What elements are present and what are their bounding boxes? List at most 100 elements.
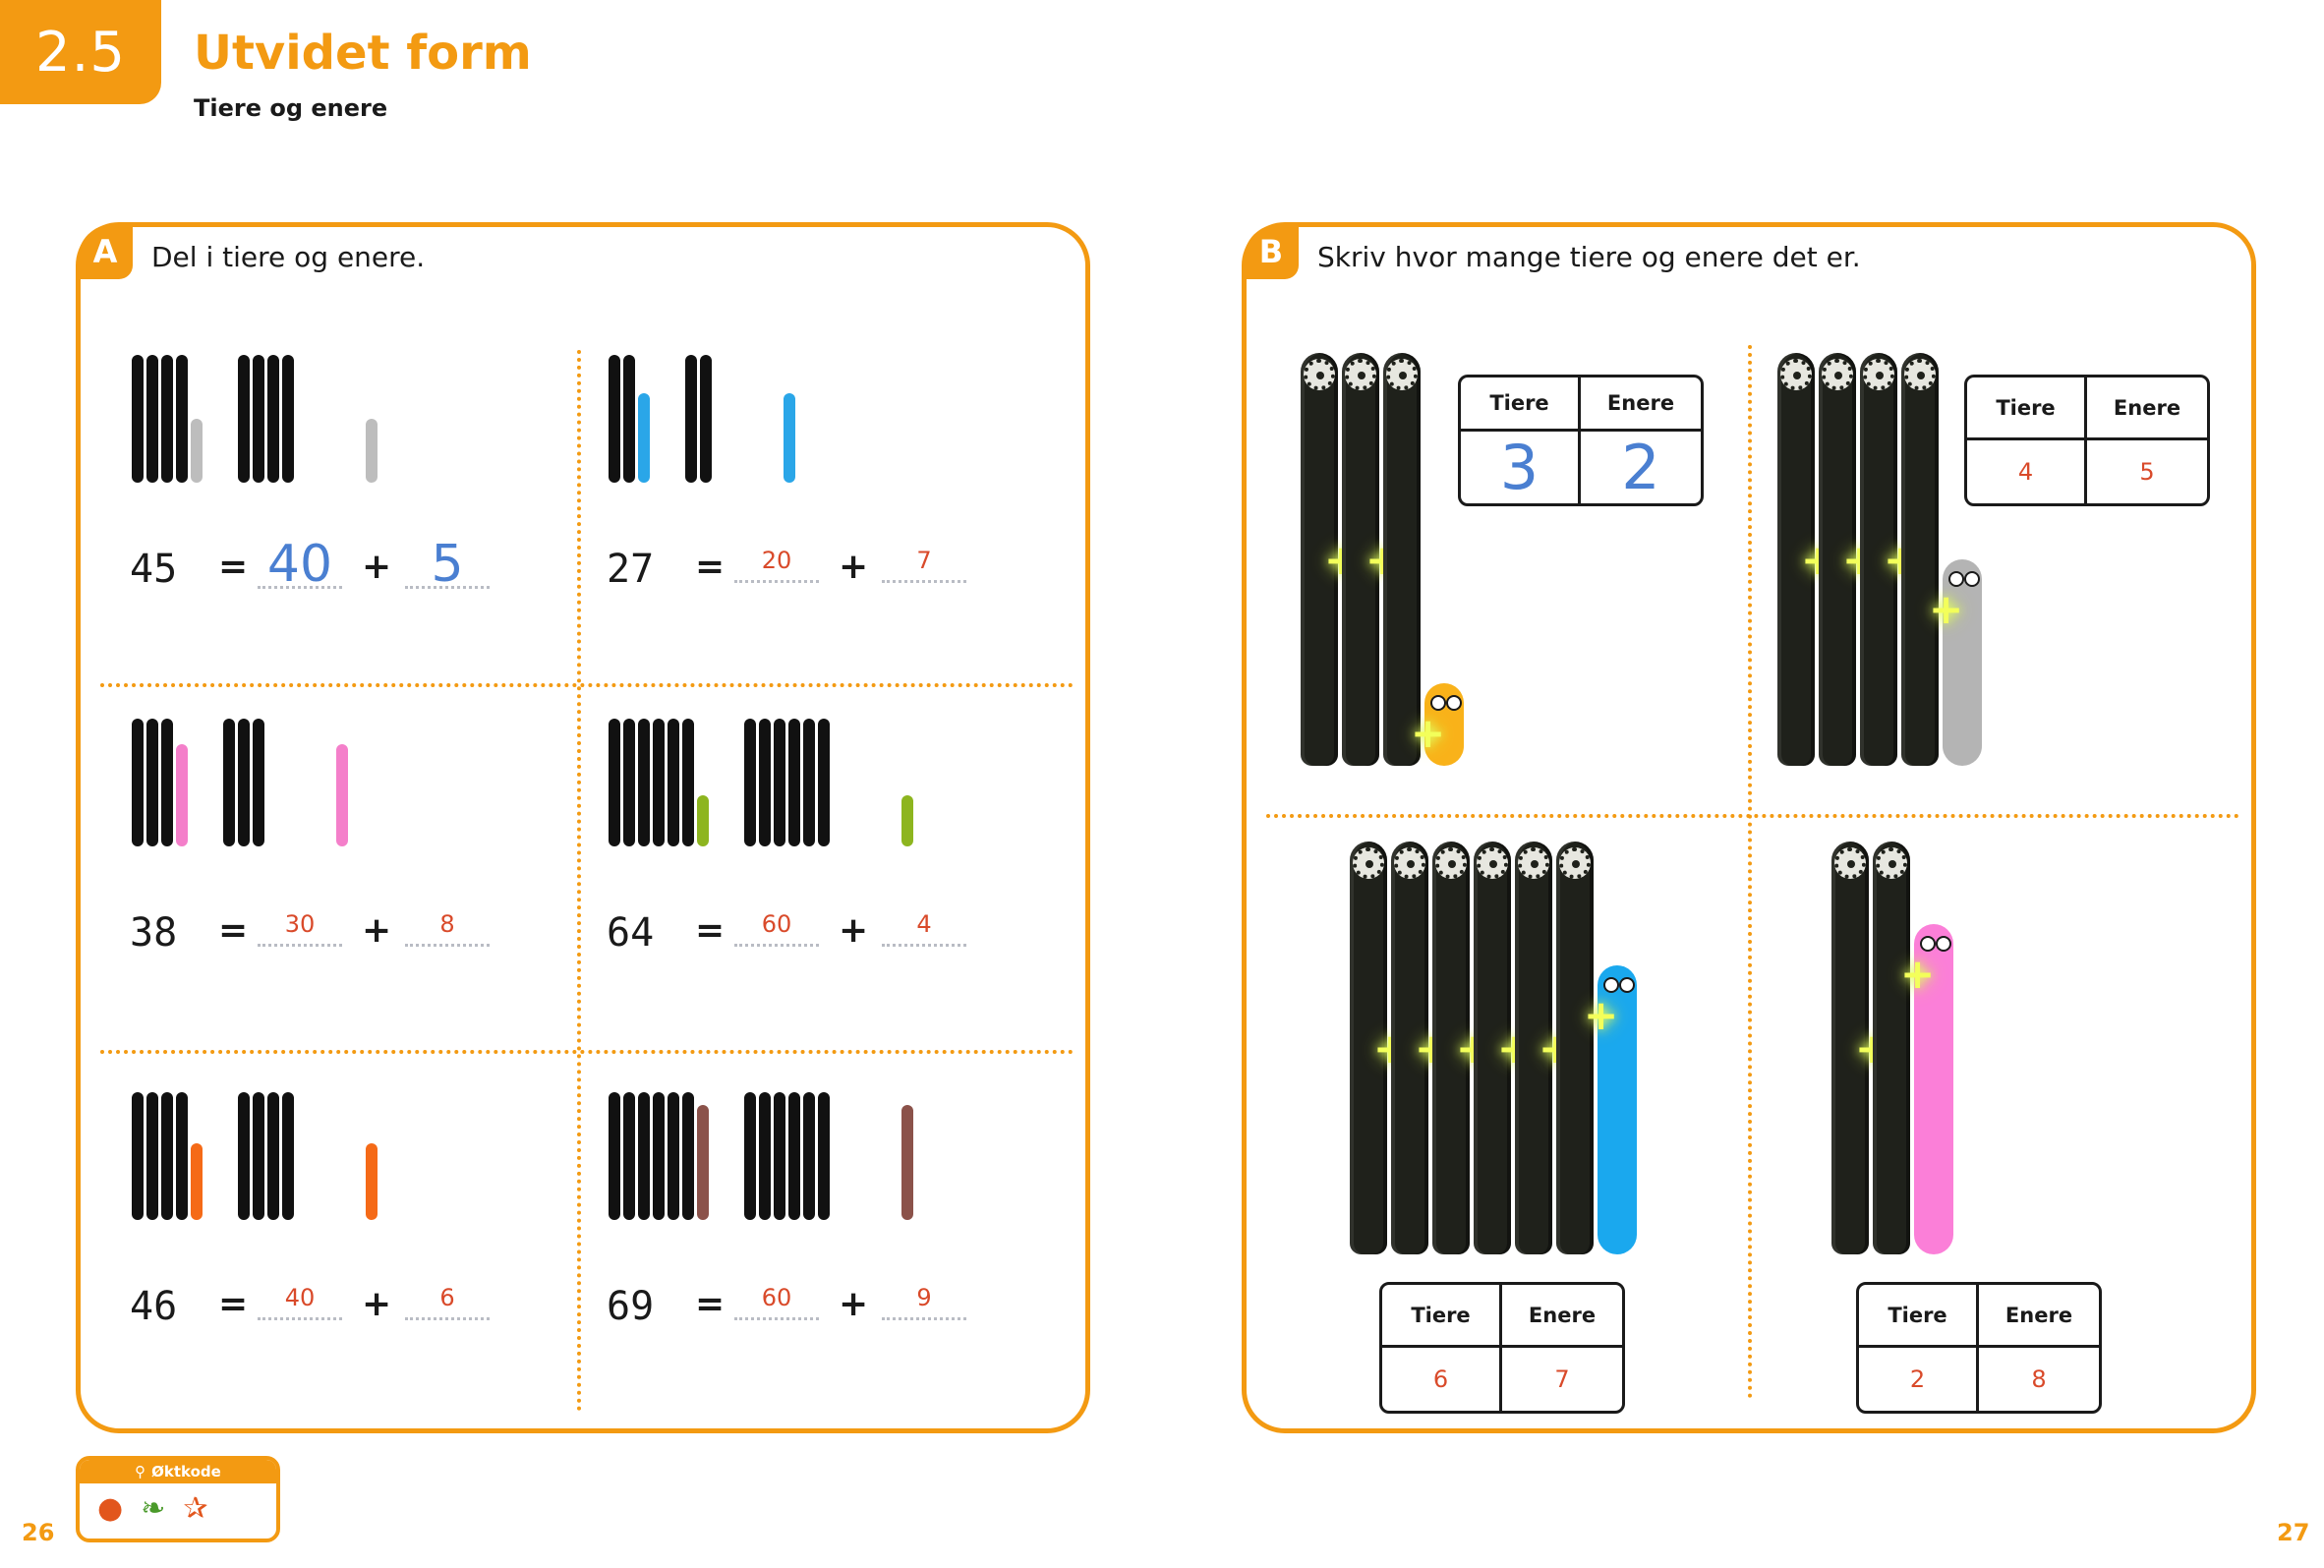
tens-rod [638,1092,650,1220]
licorice-top [1477,847,1508,879]
tens-rod [818,719,830,846]
exercise-cell: 45=40+5 [110,335,562,689]
enere-answer-field[interactable]: 2 [1621,432,1660,503]
licorice-top [1345,359,1376,390]
given-number: 45 [130,547,178,592]
session-code-box[interactable]: ⚲ Øktkode ● ❧ ✰ [76,1456,280,1542]
exercise-panel-b: B Skriv hvor mange tiere og enere det er… [1242,222,2256,1433]
licorice-ten [1556,842,1594,1254]
ones-worm [1598,965,1637,1254]
plus-glow-icon: + [1584,991,1619,1039]
licorice-ten [1819,353,1856,766]
tens-rod [176,1092,188,1220]
licorice-ten [1515,842,1552,1254]
tens-answer-field[interactable]: 20 [734,547,819,583]
ones-answer-field[interactable]: 9 [882,1284,966,1320]
tiere-answer-field[interactable]: 3 [1461,432,1581,503]
tens-rod [774,1092,785,1220]
tens-rod [146,355,158,483]
tiere-answer-field[interactable]: 4 [1967,440,2087,503]
exercise-letter-a: A [78,224,133,279]
instruction-b: Skriv hvor mange tiere og enere det er. [1317,241,1861,273]
tens-rod [623,1092,635,1220]
tiere-answer-field[interactable]: 2 [1859,1348,1979,1411]
licorice-top [1559,847,1591,879]
ones-worm [1943,559,1982,766]
licorice-ten [1432,842,1470,1254]
tens-rod [818,1092,830,1220]
given-number: 46 [130,1284,178,1329]
session-code-label: Øktkode [151,1463,221,1481]
tens-rod [685,355,697,483]
tens-rod [253,719,264,846]
worm-eye [1920,936,1936,952]
given-number: 27 [607,547,655,592]
tens-rod [176,355,188,483]
ones-answer-field[interactable]: 5 [405,539,490,590]
exercise-cell: 27 =20 +7 [587,335,1039,689]
tens-answer-field[interactable]: 40 [258,539,342,590]
licorice-top [1353,847,1384,879]
given-number: 38 [130,910,178,956]
ones-rod [366,419,378,483]
licorice-top [1834,847,1866,879]
tens-rod [282,1092,294,1220]
exercise-cell: 64=60+4 [587,699,1039,1053]
licorice-top [1394,847,1425,879]
plus-sign: + [839,547,869,587]
tens-rod [132,355,144,483]
ones-answer-field[interactable]: 7 [882,547,966,583]
enere-answer-field[interactable]: 5 [2139,458,2155,486]
ones-rod [336,744,348,846]
exercise-cell: 46=40+6 [110,1073,562,1426]
tens-answer-field[interactable]: 60 [734,1284,819,1320]
tens-rod [788,1092,800,1220]
enere-answer-field[interactable]: 8 [2031,1365,2047,1393]
worm-eye [1603,977,1619,993]
tens-answer-field[interactable]: 60 [734,910,819,947]
table-header-tiere: Tiere [1967,377,2087,440]
tens-rod [609,355,620,483]
plus-sign: + [839,1284,869,1324]
ones-rod [638,393,650,483]
tens-rod [744,719,756,846]
tens-rod [267,1092,279,1220]
ones-rod [901,795,913,846]
equals-sign: = [218,1284,249,1324]
chapter-title: Utvidet form [194,26,532,81]
worm-eye [1964,571,1980,587]
tens-rod [132,1092,144,1220]
table-header-enere: Enere [1581,377,1701,432]
tiere-answer-field[interactable]: 6 [1382,1348,1502,1411]
tens-rod [623,355,635,483]
plus-glow-icon: + [1900,950,1936,998]
ones-rod [191,419,203,483]
worm-eye [1430,695,1446,711]
equals-sign: = [695,547,726,587]
tens-rod [638,719,650,846]
session-code-header: ⚲ Øktkode [80,1460,276,1483]
tens-rod [623,719,635,846]
tens-rod [132,719,144,846]
tens-answer-field[interactable]: 40 [258,1284,342,1320]
enere-answer-field[interactable]: 7 [1554,1365,1570,1393]
ones-worm [1424,683,1464,766]
leaf-icon: ❧ [141,1491,166,1526]
tens-rod [653,1092,665,1220]
ones-rod [366,1143,378,1220]
equals-sign: = [695,910,726,951]
tens-rod [223,719,235,846]
table-header-enere: Enere [2087,377,2207,440]
page-number-right: 27 [2277,1519,2310,1546]
ones-answer-field[interactable]: 4 [882,910,966,947]
ones-answer-field[interactable]: 6 [405,1284,490,1320]
licorice-top [1822,359,1853,390]
licorice-top [1386,359,1418,390]
ones-answer-field[interactable]: 8 [405,910,490,947]
ones-worm [1914,924,1953,1254]
tens-rod [238,1092,250,1220]
tens-answer-field[interactable]: 30 [258,910,342,947]
licorice-top [1904,359,1936,390]
equals-sign: = [218,547,249,587]
worm-eye [1948,571,1964,587]
